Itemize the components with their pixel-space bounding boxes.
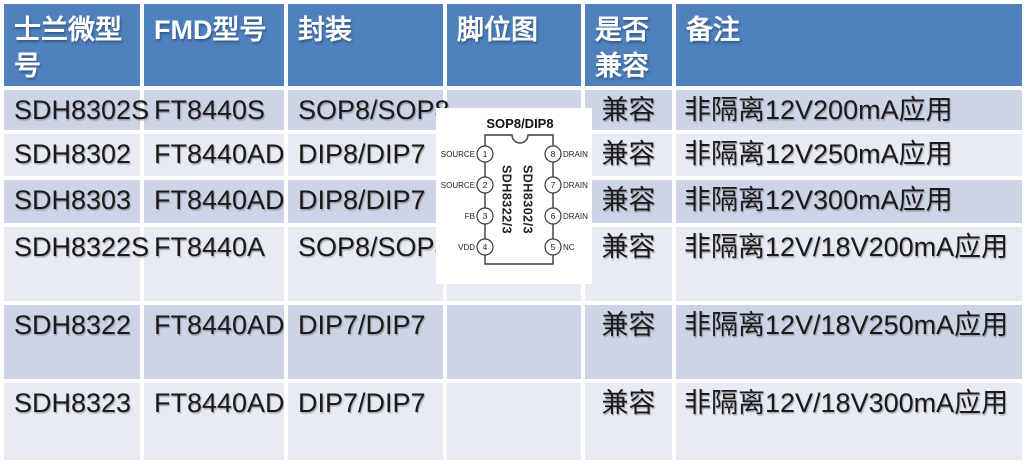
cell-compatible: 兼容: [585, 134, 672, 176]
header-package: 封装: [288, 4, 443, 86]
cell-fmd-model: FT8440S: [144, 90, 284, 130]
pin-7-number: 7: [551, 180, 556, 190]
cell-remark: 非隔离12V/18V200mA应用: [676, 227, 1022, 301]
pin-4-number: 4: [483, 242, 488, 252]
pin-5-circle: [544, 238, 562, 256]
cell-silan-model: SDH8322: [4, 305, 140, 379]
pin-2-number: 2: [483, 180, 488, 190]
pin-5: 5 NC: [544, 238, 575, 256]
pin-2-label: SOURCE: [441, 181, 475, 190]
pin-8-number: 8: [551, 149, 556, 159]
cell-fmd-model: FT8440AD: [144, 305, 285, 379]
cell-package: DIP8/DIP7: [288, 180, 443, 223]
pin-3-circle: [476, 207, 494, 225]
cell-pin-diagram: [447, 305, 581, 379]
pin-7-label: DRAIN: [563, 181, 588, 190]
header-fmd-model: FMD型号: [144, 4, 284, 86]
pin-4: 4 VDD: [458, 238, 494, 256]
cell-remark: 非隔离12V/18V250mA应用: [676, 305, 1022, 379]
pin-6: 6 DRAIN: [544, 207, 588, 225]
cell-fmd-model: FT8440AD: [144, 383, 285, 460]
cell-remark: 非隔离12V/18V300mA应用: [676, 383, 1022, 460]
header-remark: 备注: [676, 4, 1022, 86]
cell-pin-diagram: [447, 383, 581, 460]
pin-3-number: 3: [483, 211, 488, 221]
cell-compatible: 兼容: [585, 90, 672, 130]
cell-silan-model: SDH8323: [4, 383, 140, 460]
cell-silan-model: SDH8322S: [4, 227, 149, 301]
header-compatible: 是否兼容: [585, 4, 672, 86]
table-body: SDH8302S FT8440S SOP8/SOP8 兼容 非隔离12V200m…: [4, 90, 1022, 460]
header-silan-model: 士兰微型号: [4, 4, 140, 86]
table-row: SDH8302S FT8440S SOP8/SOP8 兼容 非隔离12V200m…: [4, 90, 1022, 130]
cell-fmd-model: FT8440AD: [144, 180, 285, 223]
table-row: SDH8322 FT8440AD DIP7/DIP7 兼容 非隔离12V/18V…: [4, 305, 1022, 379]
pin-8: 8 DRAIN: [544, 145, 588, 163]
pin-4-label: VDD: [458, 243, 475, 252]
ic-body: [484, 134, 554, 265]
cell-compatible: 兼容: [585, 305, 672, 379]
cell-remark: 非隔离12V300mA应用: [676, 180, 1022, 223]
pin-8-label: DRAIN: [563, 150, 588, 159]
cell-remark: 非隔离12V200mA应用: [676, 90, 1022, 130]
chip-label-sdh8322: SDH8322/3: [500, 165, 514, 234]
pin-2: 2 SOURCE: [441, 176, 494, 194]
pin-3-label: FB: [465, 212, 475, 221]
pin-diagram-svg: SOP8/DIP8 SDH8322/3 SDH8302/3 1 SOURCE 2…: [441, 116, 588, 265]
cell-package: DIP7/DIP7: [288, 383, 443, 460]
cell-remark: 非隔离12V250mA应用: [676, 134, 1022, 176]
pin-2-circle: [476, 176, 494, 194]
pin-5-label: NC: [563, 243, 575, 252]
cell-fmd-model: FT8440A: [144, 227, 284, 301]
cell-compatible: 兼容: [585, 383, 672, 460]
header-row: 士兰微型号 FMD型号 封装 脚位图 是否兼容 备注: [4, 4, 1022, 86]
table-row: SDH8303 FT8440AD DIP8/DIP7 兼容 非隔离12V300m…: [4, 180, 1022, 223]
cell-fmd-model: FT8440AD: [144, 134, 285, 176]
pin-diagram-title: SOP8/DIP8: [486, 116, 553, 131]
pin-6-number: 6: [551, 211, 556, 221]
pin-6-circle: [544, 207, 562, 225]
cell-package: SOP8/SOP8: [288, 90, 450, 130]
pin-diagram: SOP8/DIP8 SDH8322/3 SDH8302/3 1 SOURCE 2…: [436, 108, 592, 284]
table-row: SDH8323 FT8440AD DIP7/DIP7 兼容 非隔离12V/18V…: [4, 383, 1022, 460]
cell-silan-model: SDH8303: [4, 180, 140, 223]
cell-silan-model: SDH8302S: [4, 90, 149, 130]
cell-compatible: 兼容: [585, 180, 672, 223]
pin-6-label: DRAIN: [563, 212, 588, 221]
table-header: 士兰微型号 FMD型号 封装 脚位图 是否兼容 备注: [4, 4, 1022, 86]
pin-1: 1 SOURCE: [441, 145, 494, 163]
cell-package: DIP8/DIP7: [288, 134, 443, 176]
pin-3: 3 FB: [465, 207, 494, 225]
cell-compatible: 兼容: [585, 227, 672, 301]
pin-4-circle: [476, 238, 494, 256]
pin-7-circle: [544, 176, 562, 194]
cell-silan-model: SDH8302: [4, 134, 140, 176]
pin-7: 7 DRAIN: [544, 176, 588, 194]
pin-1-circle: [476, 145, 494, 163]
pin-1-number: 1: [483, 149, 488, 159]
pin-8-circle: [544, 145, 562, 163]
cell-package: SOP8/SOP8: [288, 227, 450, 301]
chip-label-sdh8302: SDH8302/3: [521, 165, 535, 234]
pin-1-label: SOURCE: [441, 150, 475, 159]
pin-5-number: 5: [551, 242, 556, 252]
header-pin-diagram: 脚位图: [447, 4, 581, 86]
cell-package: DIP7/DIP7: [288, 305, 443, 379]
